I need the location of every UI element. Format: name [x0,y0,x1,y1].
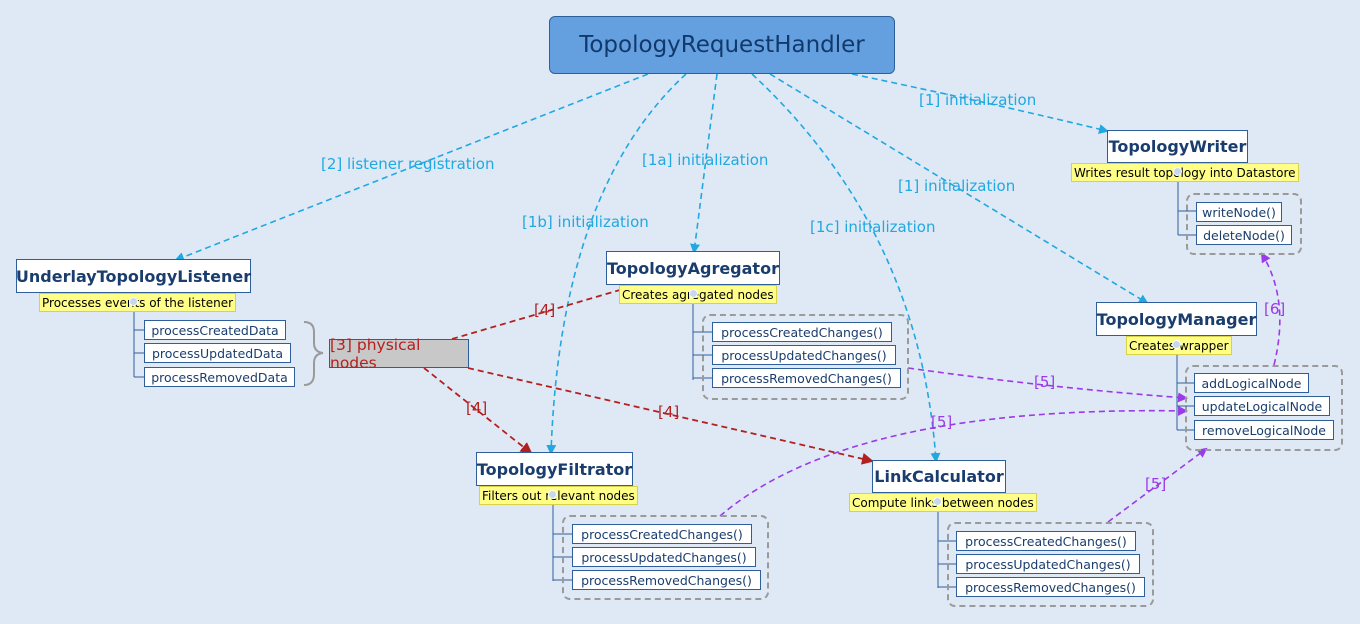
edge-label-four-calculator: [4] [658,403,680,421]
method-add-logical-node[interactable]: addLogicalNode [1194,373,1309,393]
edge-five-calculator [1107,447,1208,523]
edge-label-four-filtrator: [4] [466,399,488,417]
node-topology-writer[interactable]: TopologyWriter [1107,130,1248,163]
node-topology-manager[interactable]: TopologyManager [1096,302,1257,336]
edge-init-writer [851,73,1109,134]
edge-five-agregator [907,367,1188,403]
edge-label-init-writer: [1] initialization [919,91,1037,109]
node-underlay-topology-listener[interactable]: UnderlayTopologyListener [16,259,251,293]
edge-label-six: [6] [1264,300,1286,318]
method-process-removed-changes[interactable]: processRemovedChanges() [712,368,901,388]
edge-five-filtrator [719,405,1188,517]
group-manager-methods [1185,365,1343,451]
method-update-logical-node[interactable]: updateLogicalNode [1194,396,1330,416]
group-writer-methods [1186,193,1302,255]
note-topology-writer: Writes result topology into Datastore [1071,163,1299,182]
method-process-updated-changes[interactable]: processUpdatedChanges() [956,554,1140,574]
collapse-knob-icon[interactable] [129,297,138,306]
edge-four-filtrator [423,367,533,455]
method-process-removed-data[interactable]: processRemovedData [144,367,295,387]
root-node-topology-request-handler[interactable]: TopologyRequestHandler [549,16,895,74]
group-agregator-methods [702,314,909,400]
collapse-knob-icon[interactable] [548,490,557,499]
method-process-created-changes[interactable]: processCreatedChanges() [712,322,892,342]
brace [303,321,324,386]
edge-label-four-agregator: [4] [534,301,556,319]
node-topology-filtrator[interactable]: TopologyFiltrator [476,452,633,486]
edge-label-init-1a: [1a] initialization [642,151,769,169]
node-topology-agregator[interactable]: TopologyAgregator [606,251,780,285]
collapse-knob-icon[interactable] [689,289,698,298]
method-remove-logical-node[interactable]: removeLogicalNode [1194,420,1334,440]
edge-label-five-filtrator: [5] [931,413,953,431]
edge-four-calculator [467,367,874,465]
edge-six [1260,252,1281,366]
edge-label-init-1b: [1b] initialization [522,213,649,231]
method-write-node[interactable]: writeNode() [1196,202,1282,222]
edge-listener-registration [174,73,649,262]
method-delete-node[interactable]: deleteNode() [1196,225,1292,245]
method-process-updated-data[interactable]: processUpdatedData [144,343,291,363]
method-process-updated-changes[interactable]: processUpdatedChanges() [572,547,756,567]
edge-init-manager [769,73,1149,305]
edge-label-five-calculator: [5] [1145,475,1167,493]
method-process-created-changes[interactable]: processCreatedChanges() [572,524,752,544]
collapse-knob-icon[interactable] [933,497,942,506]
note-topology-filtrator: Filters out relevant nodes [479,486,638,505]
method-process-removed-changes[interactable]: processRemovedChanges() [572,570,761,590]
group-calculator-methods [947,522,1154,607]
edge-label-listener-registration: [2] listener registration [321,155,495,173]
edge-init-1c [751,73,941,463]
collapse-knob-icon[interactable] [1173,167,1182,176]
edge-four-agregator [451,282,639,340]
collapse-knob-icon[interactable] [1172,340,1181,349]
method-process-removed-changes[interactable]: processRemovedChanges() [956,577,1145,597]
edge-label-five-agregator: [5] [1034,373,1056,391]
edge-label-init-manager: [1] initialization [898,177,1016,195]
physical-nodes-label[interactable]: [3] physical nodes [329,336,469,372]
edge-init-1b [546,73,687,455]
node-link-calculator[interactable]: LinkCalculator [872,460,1006,493]
method-process-created-data[interactable]: processCreatedData [144,320,286,340]
method-process-updated-changes[interactable]: processUpdatedChanges() [712,345,896,365]
edge-label-init-1c: [1c] initialization [810,218,936,236]
note-link-calculator: Compute links between nodes [849,493,1037,512]
method-process-created-changes[interactable]: processCreatedChanges() [956,531,1136,551]
group-filtrator-methods [562,515,769,600]
